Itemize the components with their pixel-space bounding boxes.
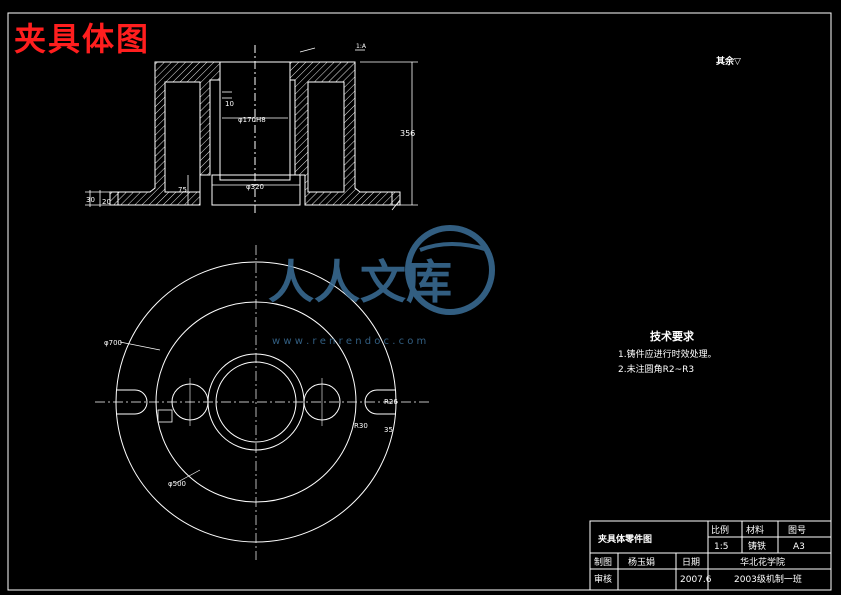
date-label: 日期: [682, 557, 700, 568]
watermark-url: w w w . r e n r e n d o c . c o m: [272, 336, 426, 347]
tech-req-item-1: 1.铸件应进行时效处理。: [618, 348, 717, 360]
slot-depth-dim: 35: [384, 426, 393, 434]
small-dim: 10: [225, 100, 234, 108]
part-name: 夹具体零件图: [598, 533, 652, 545]
material-label: 材料: [746, 524, 764, 536]
left-slot: [116, 389, 148, 415]
section-view: [109, 45, 401, 215]
drawing-no-value: A3: [793, 542, 805, 552]
class-name: 2003级机制一班: [734, 573, 802, 585]
tolerance-label: 1:A: [356, 43, 367, 50]
watermark-text: 人人文库: [268, 255, 452, 309]
title-block: [589, 520, 832, 591]
check-label: 审核: [594, 573, 612, 585]
scale-label: 比例: [711, 524, 729, 536]
other-surfaces-note: 其余▽: [716, 55, 741, 67]
plan-view: [95, 245, 430, 560]
right-pocket: [307, 81, 345, 193]
drawn-by: 杨玉娟: [628, 556, 655, 568]
tech-req-title: 技术要求: [650, 329, 695, 343]
watermark: 人人文库 w w w . r e n r e n d o c . c o m: [268, 225, 495, 347]
base-bore-dim: φ320: [246, 183, 264, 191]
drawn-label: 制图: [594, 556, 612, 568]
corner-radius-dim: R30: [354, 422, 368, 430]
material-value: 铸铁: [748, 540, 766, 552]
drawing-no-label: 图号: [788, 525, 806, 536]
bore-dim: φ170H8: [238, 116, 266, 124]
inner-dia-dim: φ500: [168, 480, 186, 488]
right-wall-hatch: [289, 61, 401, 206]
scale-value: 1:5: [714, 542, 728, 552]
section-dimensions: [85, 47, 418, 211]
tech-req-item-2: 2.未注圆角R2~R3: [618, 363, 694, 375]
school-name: 华北花学院: [740, 556, 785, 568]
watermark-logo-ring: [405, 225, 495, 315]
left-dim-a: 30: [86, 196, 95, 204]
depth-dim: 75: [178, 186, 187, 194]
left-pocket: [164, 81, 201, 193]
left-dim-b: 20: [102, 198, 111, 206]
date-value: 2007.6: [680, 575, 712, 585]
height-dim: 356: [400, 129, 415, 138]
sheet-border: [7, 12, 832, 591]
page-title: 夹具体图: [14, 20, 151, 58]
outer-dia-dim: φ700: [104, 339, 122, 347]
slot-radius-dim: R26: [384, 398, 398, 406]
